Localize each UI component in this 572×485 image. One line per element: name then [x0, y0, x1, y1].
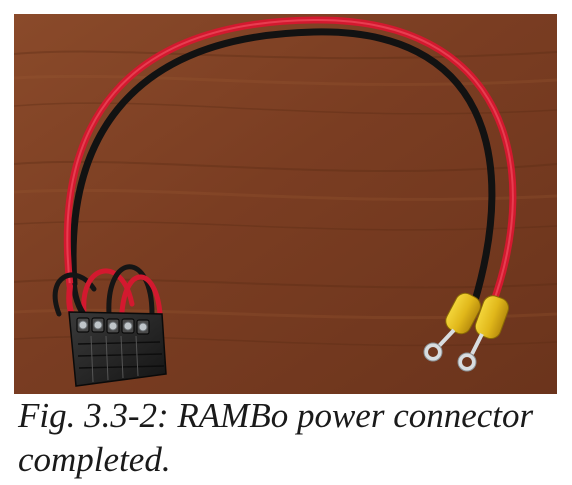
black-wire [69, 28, 496, 308]
ring-terminals [423, 292, 509, 372]
terminal-block-connector [68, 311, 167, 387]
red-wire [63, 16, 517, 310]
wood-grain [14, 50, 557, 347]
power-connector-photo [14, 14, 557, 394]
jumper-loops [52, 264, 163, 321]
power-cable-photo [14, 14, 557, 394]
figure-caption: Fig. 3.3-2: RAMBo power connector comple… [18, 396, 534, 479]
